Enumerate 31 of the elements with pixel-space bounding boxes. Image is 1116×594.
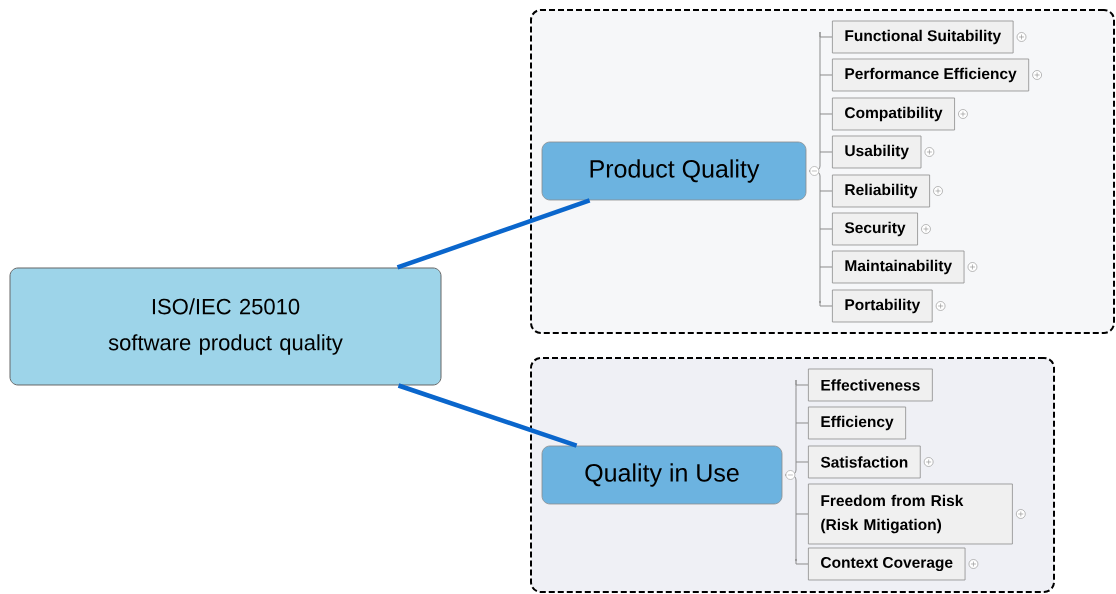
tree-branch [795, 384, 809, 386]
subtopic-box: Freedom from Risk (Risk Mitigation) [808, 483, 1013, 545]
subtopic-box: Satisfaction [808, 445, 921, 479]
subtopic-box: Context Coverage [808, 547, 966, 581]
branch-line [396, 198, 591, 270]
tree-branch [819, 190, 833, 192]
tree-branch [819, 113, 833, 115]
tree-branch [819, 36, 833, 38]
subtopic-box: Functional Suitability [832, 20, 1014, 54]
tree-branch [819, 266, 833, 268]
tree-branch [795, 513, 809, 515]
subtopic-box: Efficiency [808, 406, 907, 440]
root-topic-box: ISO/IEC 25010 software product quality [9, 267, 442, 386]
branch-line [397, 383, 578, 448]
subtopic-box: Effectiveness [808, 368, 933, 402]
topic-box: Quality in Use [541, 445, 783, 505]
tree-branch [819, 74, 833, 76]
subtopic-box: Reliability [832, 174, 930, 208]
tree-branch [795, 422, 809, 424]
tree-branch [819, 228, 833, 230]
tree-branch [795, 461, 809, 463]
subtopic-box: Maintainability [832, 250, 965, 284]
subtopic-box: Security [832, 212, 918, 246]
subtopic-box: Performance Efficiency [832, 58, 1030, 92]
tree-branch [819, 151, 833, 153]
tree-branch [795, 563, 809, 565]
subtopic-box: Compatibility [832, 97, 955, 131]
subtopic-box: Portability [832, 289, 933, 323]
tree-branch [819, 305, 833, 307]
subtopic-box: Usability [832, 135, 922, 169]
topic-box: Product Quality [541, 141, 807, 201]
